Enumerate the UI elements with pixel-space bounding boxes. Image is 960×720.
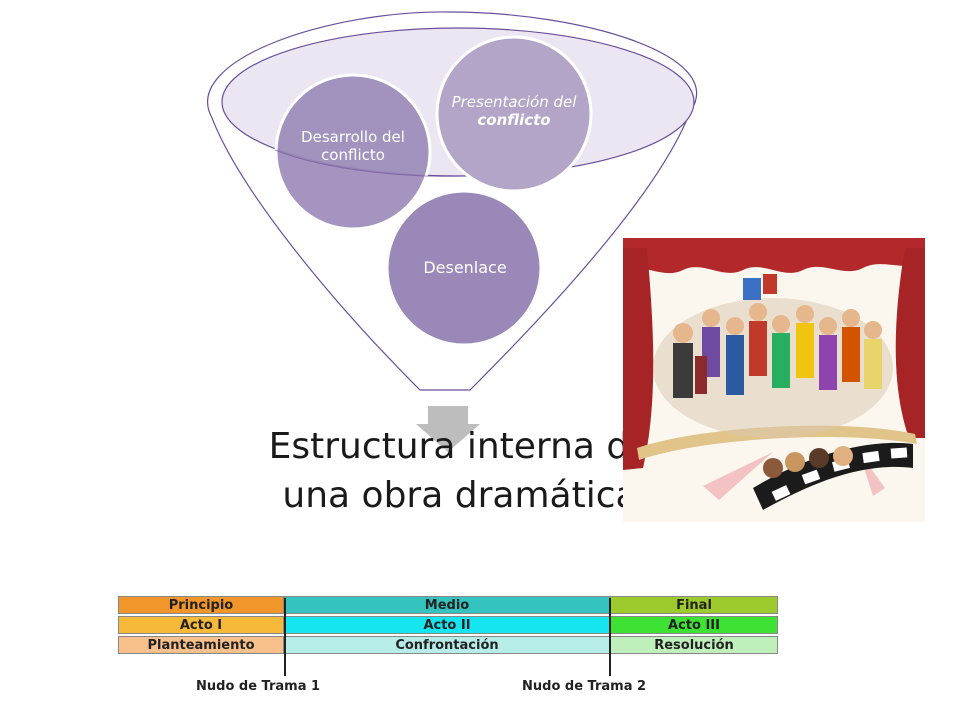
cell-final: Final: [610, 596, 778, 614]
presentacion-prefix: Presentación del: [451, 93, 577, 111]
cell-medio: Medio: [284, 596, 610, 614]
presentacion-emphasis: conflicto: [477, 111, 551, 129]
circle-desenlace: [385, 189, 543, 347]
actors-crowd: [653, 274, 893, 438]
curtain-left: [623, 248, 654, 470]
theater-illustration: [623, 238, 925, 522]
plot-point-line-1: [284, 598, 286, 676]
plot-point-label-1: Nudo de Trama 1: [196, 679, 321, 694]
curtain-valance: [623, 238, 925, 274]
stage-floor: [637, 425, 917, 460]
plot-structure-table: Principio Medio Final Acto I Acto II Act…: [118, 596, 778, 656]
table-row: Acto I Acto II Acto III: [118, 616, 778, 634]
cell-acto-1: Acto I: [118, 616, 284, 634]
cell-resolucion: Resolución: [610, 636, 778, 654]
rim-overlay: [274, 149, 461, 177]
cell-acto-2: Acto II: [284, 616, 610, 634]
circle-label-desarrollo: Desarrollo del conflicto: [301, 128, 405, 164]
plot-point-line-2: [609, 598, 611, 676]
table-row: Principio Medio Final: [118, 596, 778, 614]
audience: [763, 446, 853, 478]
table-row: Planteamiento Confrontación Resolución: [118, 636, 778, 654]
plot-point-label-2: Nudo de Trama 2: [522, 679, 647, 694]
down-arrow-icon: [416, 406, 480, 452]
circle-presentacion: [435, 35, 593, 193]
cell-principio: Principio: [118, 596, 284, 614]
circle-label-desenlace: Desenlace: [423, 258, 507, 277]
cell-planteamiento: Planteamiento: [118, 636, 284, 654]
curtain-right: [895, 248, 925, 438]
circle-label-presentacion: Presentación del conflicto: [440, 93, 588, 129]
diagram-title: Estructura interna de una obra dramática: [268, 426, 652, 516]
cell-acto-3: Acto III: [610, 616, 778, 634]
cell-confrontacion: Confrontación: [284, 636, 610, 654]
circle-desarrollo: [274, 73, 432, 231]
